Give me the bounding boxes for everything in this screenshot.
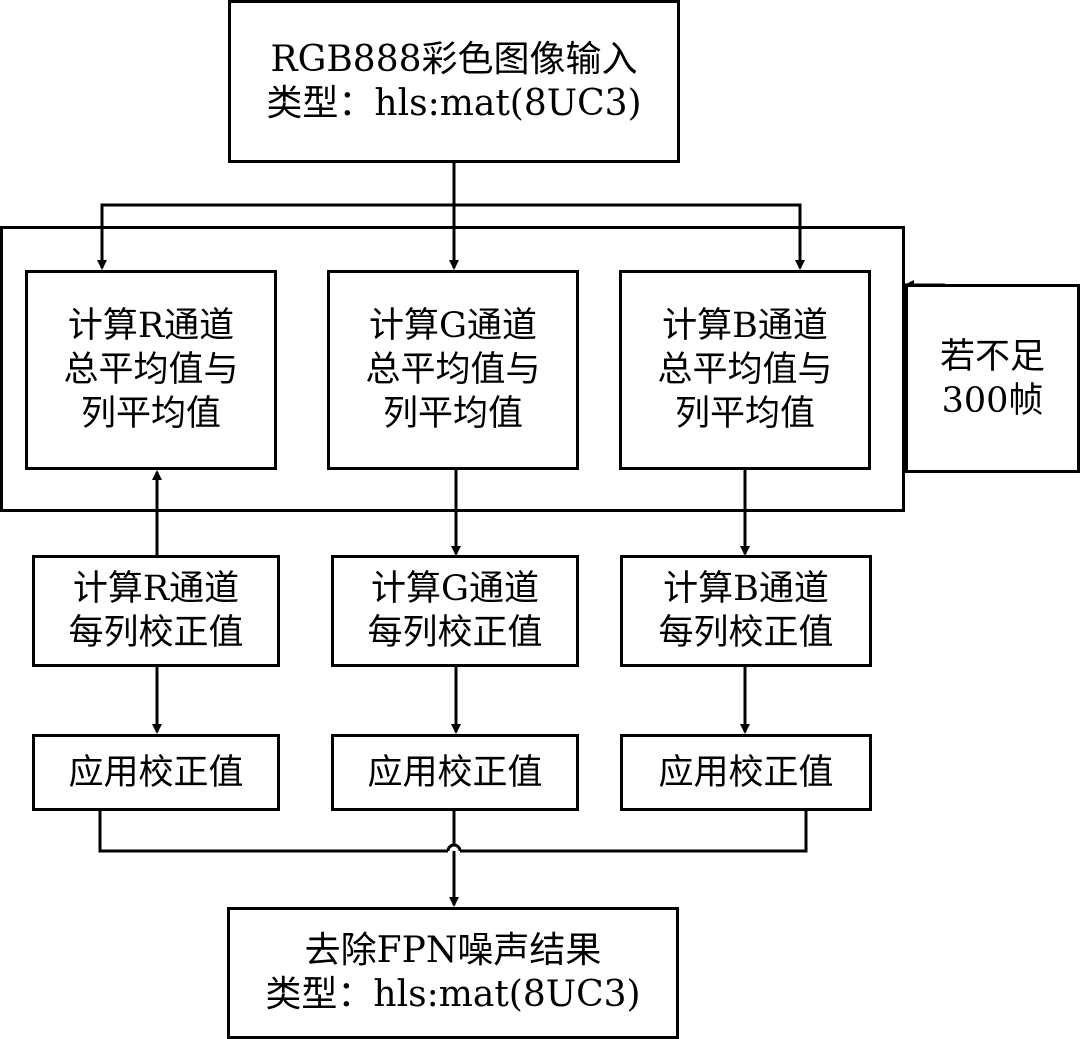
input-title: RGB888彩色图像输入 [270, 38, 638, 80]
split-line-r [97, 203, 454, 270]
r-average-line1: 计算R通道 [67, 306, 235, 346]
r-correction-line2: 每列校正值 [68, 613, 244, 653]
b-correction-line1: 计算B通道 [663, 569, 829, 609]
b-average-line2: 总平均值与 [657, 350, 833, 390]
r-correction-box: 计算R通道 每列校正值 [32, 555, 280, 667]
merge-line-right [460, 810, 808, 853]
b-apply-box: 应用校正值 [620, 734, 872, 811]
g-correction-box: 计算G通道 每列校正值 [331, 555, 579, 667]
b-correction-line2: 每列校正值 [658, 613, 834, 653]
b-average-line3: 列平均值 [674, 394, 815, 434]
g-correction-line2: 每列校正值 [367, 613, 543, 653]
loop-condition-line1: 若不足 [939, 336, 1045, 377]
input-box: RGB888彩色图像输入 类型：hls:mat(8UC3) [228, 0, 680, 163]
g-average-line3: 列平均值 [382, 394, 523, 434]
channel-loop-frame [0, 226, 905, 512]
merge-hop [446, 843, 462, 852]
g-apply-box: 应用校正值 [331, 734, 579, 811]
g-average-box: 计算G通道 总平均值与 列平均值 [327, 270, 579, 470]
r-average-line2: 总平均值与 [63, 350, 239, 390]
r-average-line3: 列平均值 [80, 394, 221, 434]
g-correction-line1: 计算G通道 [371, 569, 539, 609]
r-apply-label: 应用校正值 [68, 752, 244, 793]
b-average-box: 计算B通道 总平均值与 列平均值 [619, 270, 871, 470]
output-title: 去除FPN噪声结果 [304, 930, 602, 971]
r-apply-box: 应用校正值 [32, 734, 280, 811]
g-apply-label: 应用校正值 [367, 752, 543, 793]
b-correction-box: 计算B通道 每列校正值 [620, 555, 872, 667]
b-average-line1: 计算B通道 [662, 306, 828, 346]
r-average-box: 计算R通道 总平均值与 列平均值 [25, 270, 277, 470]
output-box: 去除FPN噪声结果 类型：hls:mat(8UC3) [227, 907, 679, 1039]
b-apply-label: 应用校正值 [658, 752, 834, 793]
r-correction-line1: 计算R通道 [72, 569, 240, 609]
merge-line [98, 810, 448, 853]
g-average-line1: 计算G通道 [369, 306, 537, 346]
split-line-b [454, 203, 805, 270]
loop-condition-box: 若不足 300帧 [905, 284, 1080, 473]
output-type: 类型：hls:mat(8UC3) [265, 974, 641, 1015]
input-type: 类型：hls:mat(8UC3) [266, 82, 642, 124]
g-average-line2: 总平均值与 [365, 350, 541, 390]
loop-condition-line2: 300帧 [941, 380, 1044, 421]
